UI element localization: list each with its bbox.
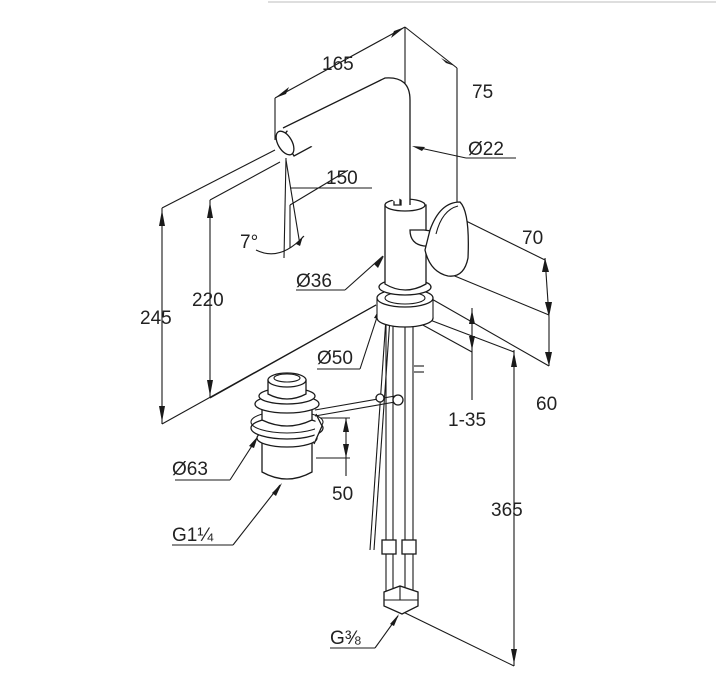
dim-spout-to-lever: 150 (326, 168, 358, 189)
dim-lever-depth: 70 (522, 228, 543, 249)
thread-supply: G⅜ (330, 628, 361, 649)
dim-spout-angle: 7° (240, 232, 258, 253)
dim-total-height: 245 (140, 308, 172, 329)
dim-spout-offset: 75 (472, 82, 493, 103)
dim-flange-height: 60 (536, 394, 557, 415)
dim-outlet-height: 220 (192, 290, 224, 311)
dim-spout-diameter: Ø22 (468, 139, 504, 160)
faucet (275, 77, 469, 615)
dim-deck-thickness: 1-35 (448, 410, 486, 431)
pop-up-waste (250, 372, 404, 480)
dim-spout-reach: 165 (322, 54, 354, 75)
thread-waste: G1¼ (172, 525, 214, 546)
dim-waste-diameter: Ø63 (172, 459, 208, 480)
dim-flange-diameter: Ø50 (317, 348, 353, 369)
dim-hose-length: 365 (491, 500, 523, 521)
dim-body-diameter: Ø36 (296, 271, 332, 292)
dim-waste-height: 50 (332, 484, 353, 505)
